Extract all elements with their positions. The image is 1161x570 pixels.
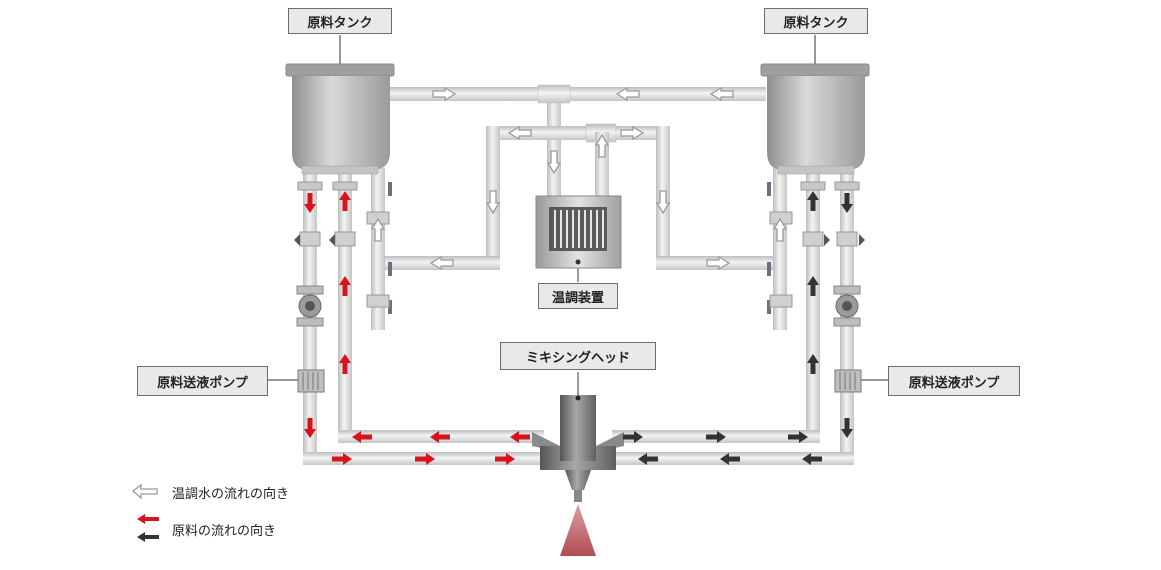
legend-material-text: 原料の流れの向き — [172, 524, 277, 539]
tank-right — [760, 63, 870, 175]
tank-right-label: 原料タンク — [764, 8, 868, 34]
solid-arrow-icon — [304, 418, 316, 438]
solid-arrow-icon — [807, 191, 819, 211]
solid-arrow-icon — [841, 418, 853, 438]
hollow-arrow-icon — [594, 133, 610, 158]
solid-arrow-icon — [788, 431, 808, 443]
solid-arrow-icon — [415, 453, 435, 465]
tank-left-label: 原料タンク — [288, 8, 392, 34]
hollow-arrow-icon — [370, 217, 386, 242]
hollow-arrow-icon — [706, 255, 731, 271]
hollow-arrow-icon — [546, 150, 562, 175]
solid-arrow-icon — [304, 193, 316, 213]
solid-arrow-icon — [623, 431, 643, 443]
hollow-arrow-icon — [485, 190, 501, 215]
solid-arrow-icon — [495, 453, 515, 465]
solid-arrow-icon — [802, 453, 822, 465]
temp-unit-box — [535, 195, 622, 269]
solid-arrow-icon — [706, 431, 726, 443]
solid-arrow-icon — [352, 431, 372, 443]
pump-icon — [297, 369, 862, 393]
solid-arrow-icon — [807, 354, 819, 374]
hollow-arrow-icon — [772, 217, 788, 242]
hollow-arrow-icon — [615, 86, 640, 102]
ball-valve-right — [833, 285, 861, 327]
tank-left — [285, 63, 395, 175]
solid-arrow-icon — [332, 453, 352, 465]
solid-arrow-icon — [510, 431, 530, 443]
solid-arrow-icon — [430, 431, 450, 443]
hollow-arrow-icon — [429, 255, 454, 271]
spray-cone — [560, 504, 596, 556]
hollow-arrow-icon — [131, 483, 158, 500]
hollow-arrow-icon — [709, 86, 734, 102]
hollow-arrow-icon — [655, 190, 671, 215]
valve-icon — [294, 181, 865, 314]
solid-arrow-icon — [807, 276, 819, 296]
hollow-arrow-icon — [620, 125, 645, 141]
hollow-arrow-icon — [507, 125, 532, 141]
mixing-head-label: ミキシングヘッド — [500, 342, 656, 370]
pump-left-label: 原料送液ポンプ — [137, 366, 268, 396]
material-arrows — [304, 191, 853, 465]
solid-arrow-icon — [339, 276, 351, 296]
water-pipes — [371, 84, 787, 330]
solid-arrow-icon — [720, 453, 740, 465]
solid-arrow-icon — [137, 532, 159, 542]
legend-icons — [131, 483, 159, 542]
solid-arrow-icon — [339, 191, 351, 211]
water-arrows — [370, 86, 788, 271]
solid-arrow-icon — [137, 514, 159, 524]
legend-water-text: 温調水の流れの向き — [172, 487, 290, 502]
mixing-head — [532, 395, 624, 556]
ball-valve-left — [296, 285, 324, 327]
temp-unit-label: 温調装置 — [538, 283, 618, 309]
solid-arrow-icon — [841, 193, 853, 213]
hollow-arrow-icon — [432, 86, 457, 102]
solid-arrow-icon — [638, 453, 658, 465]
pump-right-label: 原料送液ポンプ — [888, 366, 1020, 396]
solid-arrow-icon — [339, 354, 351, 374]
